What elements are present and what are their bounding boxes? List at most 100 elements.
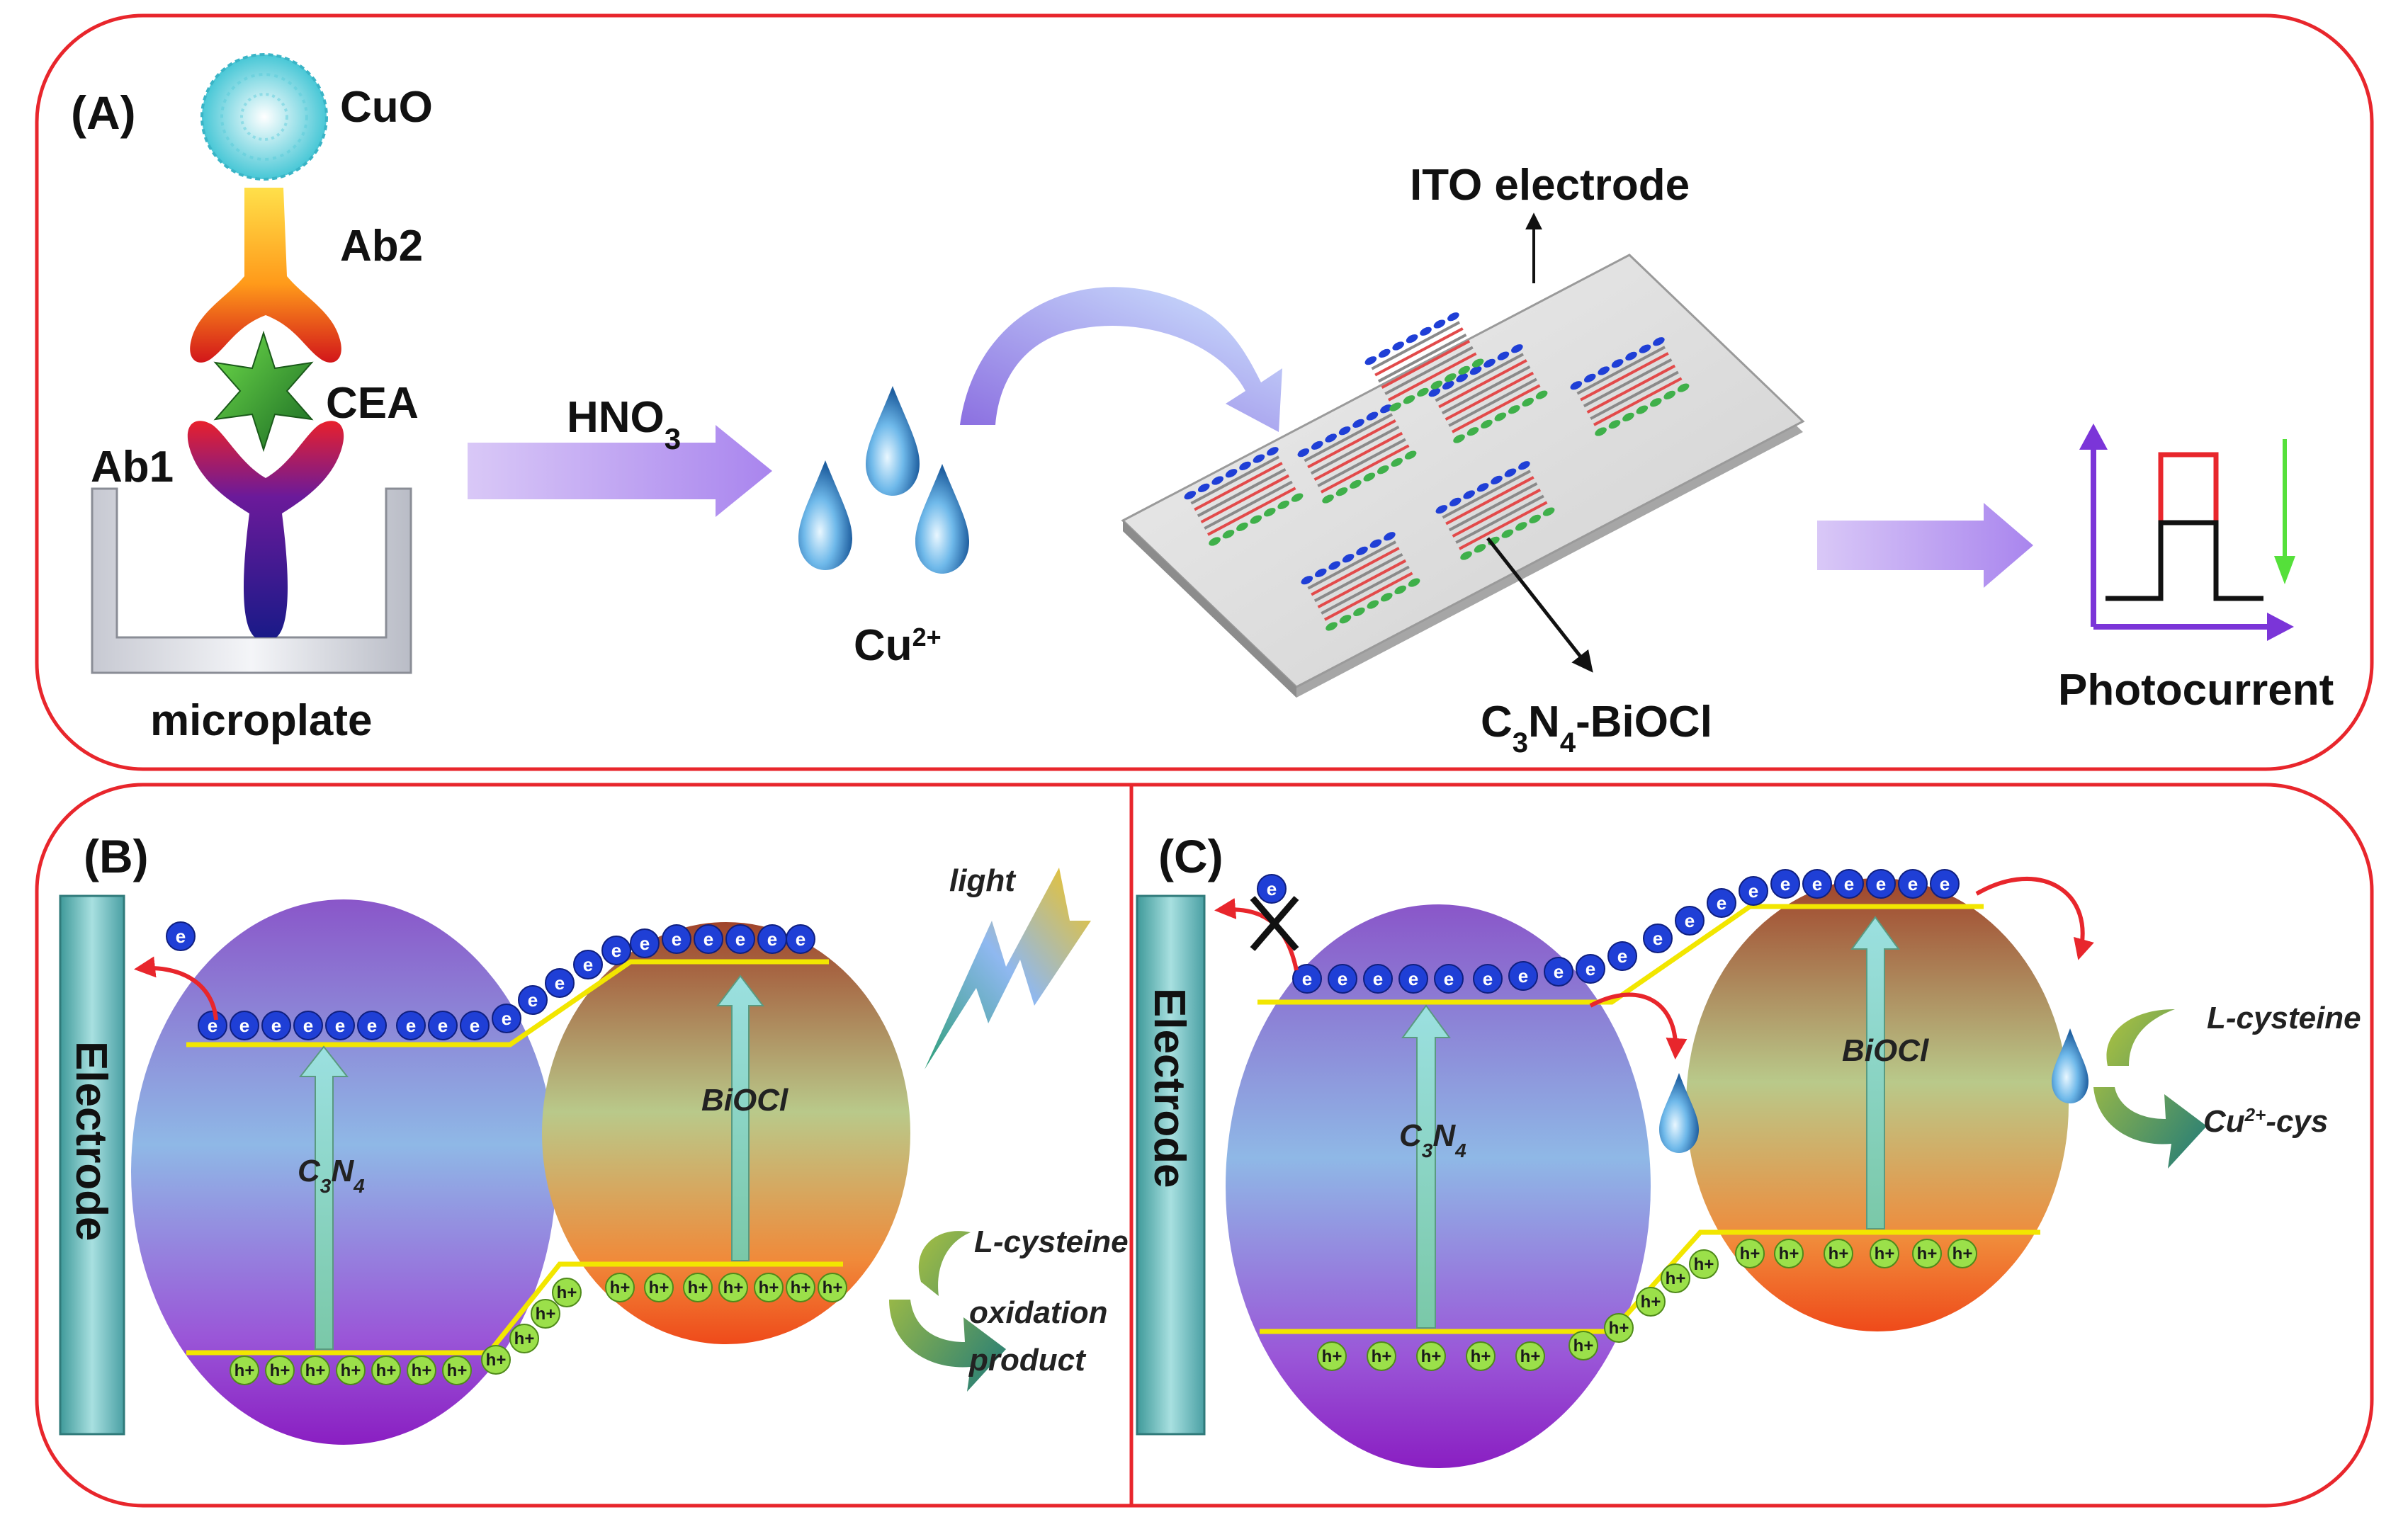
- electron-particle: e: [325, 1011, 355, 1040]
- svg-text:h+: h+: [1828, 1244, 1849, 1263]
- panel-b-conduction-band: [186, 959, 829, 1047]
- electron-particle: e: [1898, 869, 1928, 899]
- blocked-cross-icon: [1250, 896, 1299, 951]
- electron-particle: e: [460, 1011, 490, 1040]
- svg-text:e: e: [1518, 965, 1528, 987]
- svg-text:e: e: [335, 1015, 345, 1036]
- panel-c-cysteine-arrow: [2093, 1009, 2207, 1169]
- svg-text:e: e: [1717, 892, 1726, 914]
- panel-b-valence-band: [186, 1261, 843, 1356]
- electron-particle: e: [428, 1011, 458, 1040]
- svg-text:e: e: [1617, 945, 1627, 967]
- hno3-arrow: [468, 425, 772, 517]
- svg-text:e: e: [611, 940, 621, 961]
- ito-electrode: [1121, 254, 1805, 698]
- svg-text:e: e: [502, 1008, 511, 1029]
- electron-particle: e: [1675, 906, 1705, 936]
- panel-b-biocl-sphere: [542, 922, 910, 1344]
- svg-text:e: e: [1780, 873, 1790, 894]
- electron-particle: e: [694, 924, 723, 954]
- panel-c-conduction-band: [1257, 904, 1984, 1005]
- electron-particle: e: [1834, 869, 1864, 899]
- electron-particle: e: [545, 968, 575, 998]
- hole-particle: h+: [1824, 1239, 1853, 1268]
- hole-particle: h+: [300, 1356, 330, 1385]
- svg-text:e: e: [1267, 878, 1277, 899]
- electron-particle: e: [396, 1011, 426, 1040]
- electron-particle: e: [1257, 874, 1287, 904]
- svg-text:h+: h+: [376, 1361, 397, 1380]
- svg-text:h+: h+: [486, 1351, 507, 1370]
- svg-text:e: e: [1408, 968, 1418, 989]
- panel-c-trap-arrow-left: [1589, 992, 1688, 1059]
- svg-text:e: e: [438, 1015, 448, 1036]
- panel-c-biocl-label: BiOCl: [1842, 1033, 1929, 1068]
- svg-text:h+: h+: [1471, 1347, 1491, 1366]
- electron-particle: e: [492, 1004, 521, 1033]
- cea-antigen-icon: [213, 330, 314, 453]
- svg-text:h+: h+: [723, 1278, 744, 1297]
- hole-particle: h+: [1416, 1341, 1446, 1371]
- electron-particle: e: [601, 936, 631, 965]
- electron-particle: e: [786, 924, 815, 954]
- electron-particle: e: [1802, 869, 1832, 899]
- hole-particle: h+: [1466, 1341, 1496, 1371]
- cea-label: CEA: [326, 379, 419, 428]
- nanosheet-cluster: [1428, 344, 1548, 443]
- c3n4-biocl-pointer-arrow: [1486, 537, 1593, 673]
- electron-particle: e: [1739, 876, 1768, 906]
- svg-text:h+: h+: [341, 1361, 361, 1380]
- signal-high-trace: [2158, 452, 2219, 598]
- hole-particle: h+: [1870, 1239, 1899, 1268]
- svg-text:e: e: [1444, 968, 1454, 989]
- cu-ion-label: Cu2+: [854, 621, 942, 670]
- svg-text:e: e: [640, 933, 650, 954]
- svg-text:h+: h+: [447, 1361, 468, 1380]
- hole-particle: h+: [1735, 1239, 1765, 1268]
- svg-text:e: e: [1940, 873, 1950, 894]
- svg-text:e: e: [1554, 961, 1564, 982]
- panel-a-label: (A): [71, 86, 136, 139]
- hole-particle: h+: [1948, 1239, 1977, 1268]
- svg-text:e: e: [470, 1015, 480, 1036]
- photocurrent-label: Photocurrent: [2058, 666, 2334, 715]
- electron-particle: e: [518, 985, 548, 1015]
- panel-b-electrode-label: Electrode: [67, 1041, 115, 1242]
- ab2-label: Ab2: [340, 222, 423, 271]
- svg-text:h+: h+: [1372, 1347, 1392, 1366]
- ab1-antibody: [187, 421, 344, 637]
- panel-b-cysteine-arrow: [889, 1231, 1006, 1392]
- svg-text:h+: h+: [1322, 1347, 1343, 1366]
- panel-c-holes: h+h+h+h+h+h+h+h+h+h+h+h+h+h+h+h+: [1317, 1239, 1977, 1371]
- electron-particle: e: [1544, 957, 1573, 987]
- hole-particle: h+: [1636, 1287, 1666, 1317]
- panel-c-cu-ion-droplets: [1659, 1028, 2088, 1153]
- light-bolt-icon: [925, 868, 1091, 1069]
- svg-text:h+: h+: [1421, 1347, 1442, 1366]
- electron-particle: e: [1607, 941, 1637, 971]
- hole-particle: h+: [552, 1278, 582, 1307]
- nanosheet-cluster: [1364, 312, 1484, 411]
- c3n4-biocl-label: C3N4-BiOCl: [1481, 698, 1712, 759]
- svg-text:e: e: [767, 928, 777, 950]
- svg-text:h+: h+: [1952, 1244, 1973, 1263]
- panel-c-biocl-excitation-arrow: [1850, 916, 1900, 1229]
- electron-particle: e: [1398, 964, 1428, 994]
- light-label: light: [949, 863, 1017, 898]
- svg-text:h+: h+: [1740, 1244, 1760, 1263]
- svg-text:h+: h+: [412, 1361, 432, 1380]
- electron-particle: e: [1643, 924, 1673, 953]
- svg-text:e: e: [1812, 873, 1822, 894]
- electron-particle: e: [1292, 964, 1322, 994]
- svg-text:e: e: [1483, 968, 1493, 989]
- svg-text:e: e: [1876, 873, 1886, 894]
- electron-particle: e: [261, 1011, 291, 1040]
- svg-text:h+: h+: [688, 1278, 708, 1297]
- electron-particle: e: [166, 921, 196, 951]
- nanosheet-cluster: [1301, 532, 1420, 631]
- panel-b-biocl-label: BiOCl: [701, 1083, 788, 1118]
- microplate-well: [91, 487, 412, 674]
- electron-particle: e: [1508, 961, 1538, 991]
- svg-text:e: e: [1338, 968, 1347, 989]
- svg-text:h+: h+: [610, 1278, 631, 1297]
